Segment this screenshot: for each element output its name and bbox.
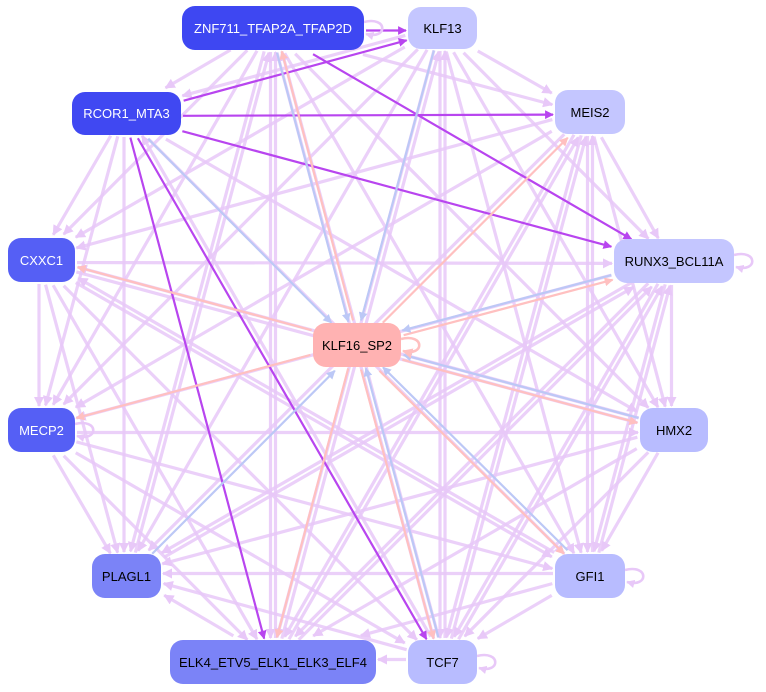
- node-rcor1-mta3[interactable]: RCOR1_MTA3: [72, 92, 181, 135]
- edge-tcf-to-rcor: [140, 134, 433, 638]
- edge-gfi-to-elk: [359, 582, 553, 639]
- edge-runx-to-plagl: [160, 281, 632, 555]
- edge-klf16-to-hmx: [402, 358, 639, 425]
- edge-meis-to-cxxc: [75, 118, 553, 251]
- node-mecp2[interactable]: MECP2: [8, 408, 75, 452]
- edge-meis-to-elk: [283, 133, 576, 638]
- node-gfi1[interactable]: GFI1: [555, 554, 625, 598]
- edge-meis-to-tcf: [443, 134, 583, 639]
- edge-zfp-to-meis: [362, 52, 554, 108]
- node-klf16-sp2[interactable]: KLF16_SP2: [313, 323, 401, 367]
- edge-tcf-to-meis: [449, 135, 589, 640]
- node-meis2[interactable]: MEIS2: [555, 90, 625, 134]
- edge-klf16-to-meis: [381, 136, 569, 324]
- edge-plagl-to-klf16: [151, 369, 336, 555]
- edge-meis-to-runx: [599, 136, 660, 240]
- edge-hmx-to-klf16: [402, 352, 639, 419]
- edge-mecp-to-elk: [62, 454, 249, 641]
- edge-zfp-to-klf16: [275, 52, 351, 323]
- node-znf711-tfap2a-tfap2d[interactable]: ZNF711_TFAP2A_TFAP2D: [182, 6, 364, 50]
- edge-elk-to-plagl: [163, 593, 235, 638]
- edge-runx-to-klf16: [401, 273, 612, 333]
- edge-hmx-to-elk: [312, 447, 638, 638]
- edge-klf16-to-runx: [403, 277, 614, 337]
- edge-runx-to-elk: [294, 282, 650, 638]
- edge-mecp-to-plagl: [51, 454, 112, 555]
- edge-klf13-to-plagl: [136, 48, 429, 552]
- edge-gfi-to-tcf: [476, 594, 553, 640]
- edge-klf16-to-elk: [274, 368, 350, 639]
- edge-klf13-to-rcor: [181, 33, 406, 99]
- edge-gfi-to-cxxc: [77, 276, 556, 554]
- edge-plagl-to-zfp: [133, 51, 272, 554]
- edge-klf16-to-zfp: [279, 50, 355, 321]
- self-loop-gfi: [624, 567, 645, 588]
- edge-klf16-to-gfi: [378, 369, 565, 555]
- edge-klf13-to-klf16: [358, 50, 435, 322]
- edge-hmx-to-gfi: [600, 451, 660, 552]
- edge-rcor-to-cxxc: [51, 134, 113, 236]
- edge-klf16-to-cxxc: [76, 264, 312, 332]
- self-loop-zfp: [363, 19, 384, 40]
- edge-rcor-to-klf16: [147, 137, 333, 324]
- edge-klf16-to-mecp: [75, 353, 311, 421]
- edge-klf13-to-meis: [476, 49, 553, 95]
- edge-klf16-to-tcf: [359, 369, 436, 640]
- edge-klf13-to-cxxc: [74, 45, 406, 239]
- edge-meis-to-mecp: [74, 129, 553, 409]
- edge-zfp-to-gfi: [283, 52, 576, 555]
- edge-tcf-to-klf16: [363, 367, 440, 638]
- edge-klf13-to-runx: [462, 51, 650, 240]
- edge-rcor-to-elk: [129, 137, 267, 640]
- self-loop-mecp: [74, 421, 95, 442]
- node-elk4-etv5-elk1-elk3-elf4[interactable]: ELK4_ETV5_ELK1_ELK3_ELF4: [170, 640, 376, 684]
- edge-zfp-to-plagl: [127, 50, 266, 553]
- edge-rcor-to-meis: [183, 110, 554, 120]
- node-plagl1[interactable]: PLAGL1: [92, 554, 161, 598]
- edge-zfp-to-rcor: [164, 48, 232, 90]
- edge-rcor-to-tcf: [136, 137, 428, 641]
- edge-tcf-to-runx: [457, 285, 664, 641]
- node-tcf7[interactable]: TCF7: [408, 640, 477, 684]
- edge-cxxc-to-runx: [76, 258, 614, 269]
- self-loop-runx: [733, 252, 754, 273]
- self-loop-klf16: [400, 336, 421, 359]
- self-loop-tcf: [476, 653, 497, 674]
- node-klf13[interactable]: KLF13: [408, 7, 477, 49]
- edge-mecp-to-gfi: [75, 440, 554, 572]
- edge-plagl-to-runx: [163, 285, 635, 559]
- edge-rcor-to-hmx: [165, 137, 638, 413]
- node-runx3-bcl11a[interactable]: RUNX3_BCL11A: [614, 239, 734, 283]
- edge-zfp-to-runx: [312, 53, 633, 241]
- edge-rcor-to-klf13: [183, 38, 408, 102]
- edge-zfp-to-cxxc: [62, 49, 249, 236]
- node-hmx2[interactable]: HMX2: [640, 408, 708, 452]
- edge-elk-to-meis: [287, 136, 580, 641]
- node-cxxc1[interactable]: CXXC1: [8, 238, 75, 282]
- edge-gfi-to-klf16: [382, 366, 569, 552]
- edge-cxxc-to-gfi: [74, 281, 553, 559]
- edge-tcf-to-plagl: [162, 581, 408, 652]
- edge-hmx-to-plagl: [161, 435, 638, 567]
